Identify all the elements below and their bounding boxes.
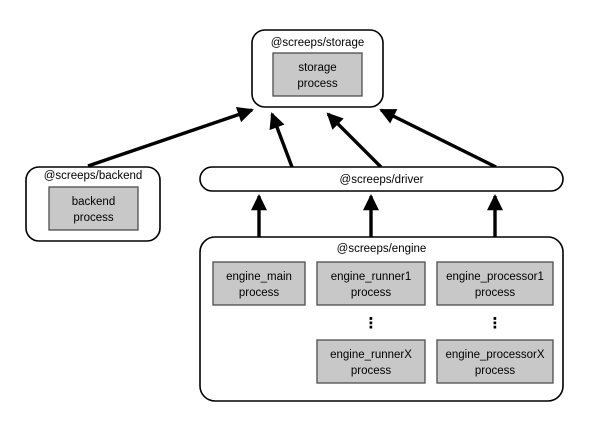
driver-package-label: @screeps/driver [340, 174, 424, 186]
backend-process-label-line1: backend [72, 196, 115, 208]
engine-runnerX-process-label-line1: engine_runnerX [330, 349, 412, 361]
engine-runnerX-process-label-line2: process [351, 365, 392, 377]
engine-runner1-process-label-line2: process [351, 287, 392, 299]
engine-processorX-process-label-line2: process [475, 365, 516, 377]
edge-driver-to-storage-left [269, 112, 294, 168]
node-backend[interactable]: @screeps/backend backend process [25, 166, 161, 242]
engine-main-process-label-line1: engine_main [226, 271, 292, 283]
edge-backend-to-storage [87, 107, 254, 168]
backend-package-label: @screeps/backend [44, 170, 143, 182]
engine-process-processor1: engine_processor1 process [436, 261, 554, 306]
edge-group-driver-to-storage [269, 108, 497, 169]
edge-group-engine-to-driver [251, 193, 503, 237]
engine-runner-ellipsis-icon: ⋮ [364, 315, 379, 332]
node-engine[interactable]: @screeps/engine engine_main process engi… [199, 236, 564, 402]
engine-main-process-label-line2: process [239, 287, 280, 299]
engine-package-label: @screeps/engine [337, 243, 427, 255]
engine-processor-ellipsis-icon: ⋮ [488, 315, 503, 332]
engine-processor1-process-label-line2: process [475, 287, 516, 299]
engine-process-runner1: engine_runner1 process [316, 261, 426, 306]
edge-group-backend-to-storage [87, 107, 254, 168]
engine-runner1-process-box [316, 261, 426, 306]
engine-process-processorX: engine_processorX process [436, 339, 554, 384]
backend-process-box [48, 186, 139, 231]
node-driver[interactable]: @screeps/driver [199, 166, 564, 192]
engine-main-process-box [212, 261, 306, 306]
edge-driver-to-storage-center [326, 112, 383, 169]
engine-processorX-process-box [436, 339, 554, 384]
storage-package-label: @screeps/storage [271, 37, 365, 49]
storage-process-label-line1: storage [298, 62, 336, 74]
engine-processor1-process-box [436, 261, 554, 306]
backend-process-label-line2: process [73, 212, 114, 224]
engine-processor1-process-label-line1: engine_processor1 [446, 271, 544, 283]
engine-processorX-process-label-line1: engine_processorX [445, 349, 544, 361]
engine-runnerX-process-box [316, 339, 426, 384]
storage-process-box [272, 52, 363, 97]
engine-process-main: engine_main process [212, 261, 306, 306]
engine-process-runnerX: engine_runnerX process [316, 339, 426, 384]
edge-driver-to-storage-right [379, 108, 497, 169]
node-storage[interactable]: @screeps/storage storage process [251, 29, 384, 108]
driver-container [199, 166, 564, 192]
engine-runner1-process-label-line1: engine_runner1 [331, 271, 412, 283]
storage-process-label-line2: process [297, 78, 338, 90]
